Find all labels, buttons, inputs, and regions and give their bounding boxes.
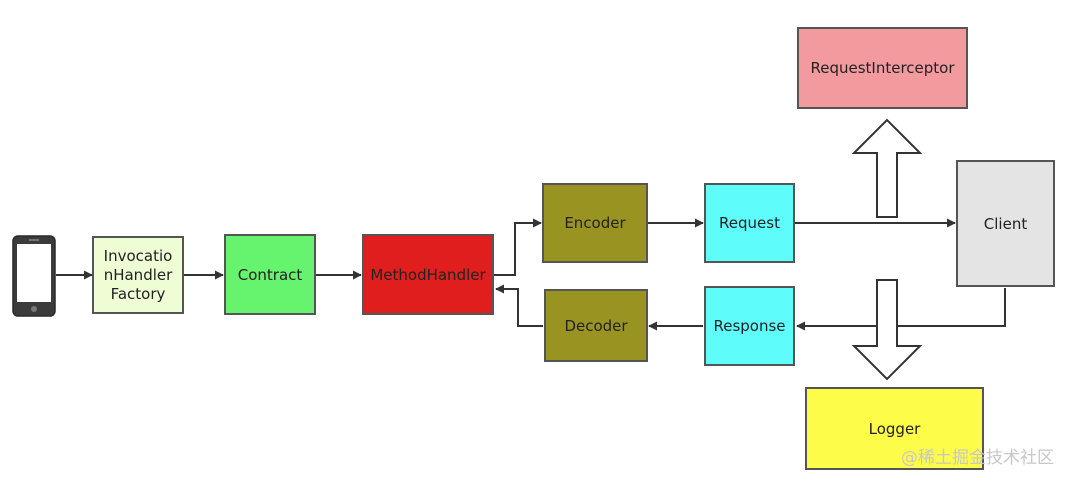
- encoder-node: Encoder: [542, 183, 648, 263]
- client-node: Client: [956, 160, 1055, 287]
- request-interceptor-label: RequestInterceptor: [810, 59, 955, 77]
- client-label: Client: [983, 214, 1028, 233]
- arrow-client-to-response: [796, 288, 1006, 331]
- logger-node: Logger: [805, 387, 984, 470]
- invocation-handler-factory-node: InvocationHandlerFactory: [92, 236, 184, 314]
- smartphone-icon: [12, 235, 56, 317]
- block-arrow-down-to-logger: [851, 279, 923, 381]
- response-label: Response: [713, 317, 786, 335]
- request-label: Request: [719, 214, 780, 232]
- request-interceptor-node: RequestInterceptor: [797, 27, 968, 109]
- contract-label: Contract: [237, 265, 303, 284]
- contract-node: Contract: [224, 234, 316, 315]
- arrow-decoder-to-methodhandler: [495, 284, 543, 327]
- logger-label: Logger: [868, 419, 921, 438]
- decoder-node: Decoder: [544, 289, 648, 362]
- method-handler-node: MethodHandler: [362, 234, 494, 315]
- encoder-label: Encoder: [564, 214, 626, 232]
- invocation-handler-factory-label: InvocationHandlerFactory: [103, 246, 173, 303]
- block-arrow-up-to-interceptor: [851, 118, 923, 218]
- response-node: Response: [704, 286, 795, 366]
- method-handler-label: MethodHandler: [370, 265, 486, 284]
- decoder-label: Decoder: [564, 316, 628, 335]
- request-node: Request: [704, 183, 795, 263]
- arrow-methodhandler-to-encoder: [494, 218, 542, 276]
- watermark-text: @稀土掘金技术社区: [901, 448, 1054, 468]
